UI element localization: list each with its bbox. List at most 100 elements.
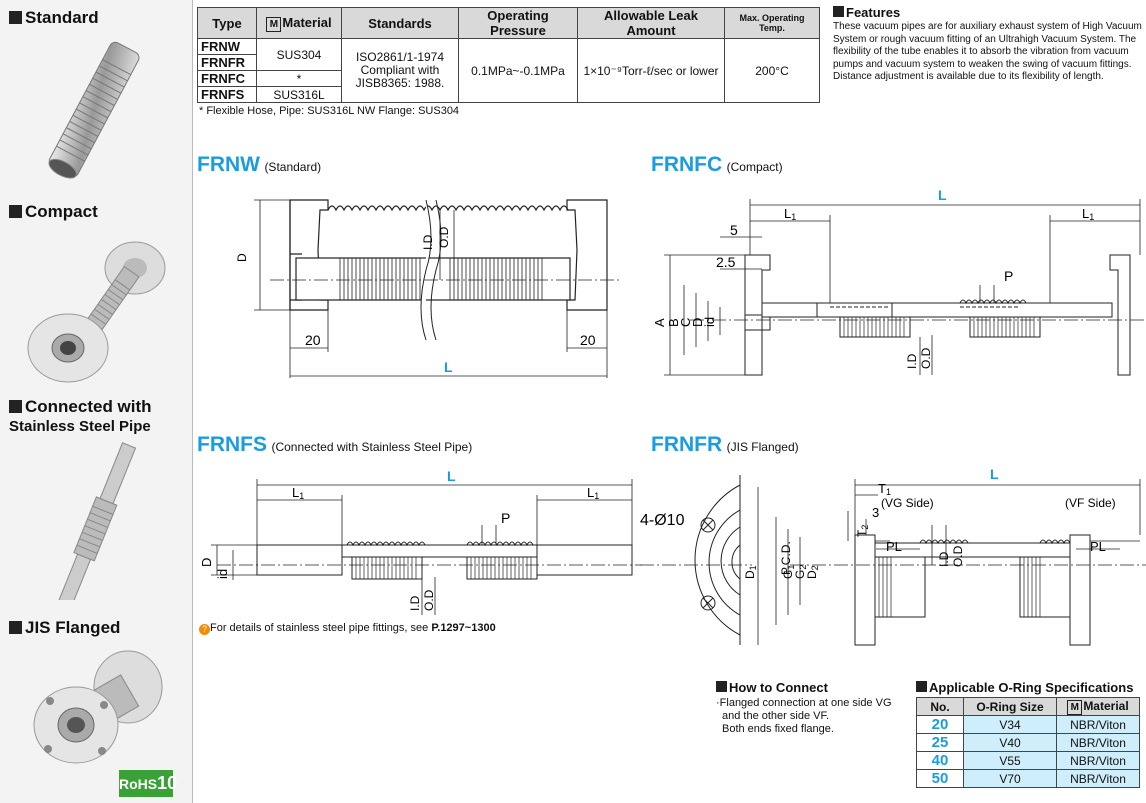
dim-T1: T1 bbox=[878, 481, 891, 497]
dim-OD: O.D bbox=[951, 545, 965, 567]
dim-L: L bbox=[444, 359, 453, 375]
pipe-note-ref[interactable]: P.1297~1300 bbox=[431, 622, 496, 634]
dim-L1-left: L1 bbox=[292, 485, 304, 501]
vg-side-label: (VG Side) bbox=[881, 496, 934, 510]
col-material-label: Material bbox=[282, 14, 332, 30]
standards-line3: JISB8365: 1988. bbox=[355, 76, 445, 90]
dim-20-right: 20 bbox=[580, 332, 596, 348]
jis-hose-image bbox=[33, 650, 163, 764]
dim-C: C bbox=[678, 318, 693, 327]
oring-size: V55 bbox=[963, 751, 1057, 770]
pressure-cell: 0.1MPa~-0.1MPa bbox=[458, 38, 578, 103]
dim-D1: D1 bbox=[743, 565, 758, 579]
standard-hose-image bbox=[48, 41, 140, 179]
connect-line1: ·Flanged connection at one side VG bbox=[716, 697, 892, 709]
type-cell: FRNW bbox=[197, 38, 257, 55]
dim-D2: D2 bbox=[805, 565, 820, 579]
standards-line2: Compliant with bbox=[360, 63, 440, 77]
pipe-hose-image bbox=[58, 442, 137, 600]
rohs-number: 10 bbox=[157, 773, 178, 793]
oring-material: NBR/Viton bbox=[1056, 733, 1140, 752]
col-oring-material-label: Material bbox=[1083, 698, 1129, 713]
col-pressure: Operating Pressure bbox=[458, 7, 578, 39]
oring-no: 50 bbox=[916, 769, 964, 788]
dim-A: A bbox=[652, 318, 667, 327]
dim-ID: I.D bbox=[408, 595, 422, 611]
oring-material: NBR/Viton bbox=[1056, 769, 1140, 788]
how-to-connect-title: How to Connect bbox=[716, 680, 828, 695]
dim-ID: I.D bbox=[421, 234, 435, 250]
oring-size: V40 bbox=[963, 733, 1057, 752]
frnfr-sub: (JIS Flanged) bbox=[726, 440, 799, 454]
pipe-fitting-note: ?For details of stainless steel pipe fit… bbox=[199, 622, 496, 635]
col-oring-size: O-Ring Size bbox=[963, 697, 1057, 716]
type-cell: FRNFC bbox=[197, 70, 257, 87]
dim-3: 3 bbox=[872, 505, 879, 520]
dim-PL-left: PL bbox=[886, 539, 902, 554]
temp-cell: 200°C bbox=[724, 38, 820, 103]
frnfc-drawing: L L1 L1 5 2.5 P A B C D id I.D O.D bbox=[652, 187, 1146, 376]
col-type: Type bbox=[197, 7, 257, 39]
frnw-drawing: D I.D O.D 20 20 L bbox=[235, 199, 620, 378]
sidebar-item-standard[interactable]: Standard bbox=[9, 9, 99, 27]
dim-5: 5 bbox=[730, 222, 738, 238]
oring-no: 25 bbox=[916, 733, 964, 752]
frnfr-heading: FRNFR (JIS Flanged) bbox=[651, 433, 799, 457]
frnfc-heading: FRNFC (Compact) bbox=[651, 153, 783, 177]
dim-OD: O.D bbox=[437, 226, 451, 248]
dim-P: P bbox=[1004, 268, 1013, 284]
sidebar: Standard Compact Connected with Stainles… bbox=[0, 0, 193, 803]
frnw-sub: (Standard) bbox=[264, 160, 322, 174]
compact-hose-image bbox=[27, 241, 166, 383]
frnfs-code: FRNFS bbox=[197, 433, 267, 456]
sidebar-item-pipe-line1: Connected with bbox=[25, 397, 152, 416]
material-mark-icon: M bbox=[1067, 699, 1083, 715]
dim-D: D bbox=[199, 558, 214, 567]
dim-PL-right: PL bbox=[1090, 539, 1106, 554]
material-mark-icon: M bbox=[266, 16, 282, 32]
oring-material: NBR/Viton bbox=[1056, 715, 1140, 734]
dim-D: D bbox=[690, 318, 705, 327]
dim-20-left: 20 bbox=[305, 332, 321, 348]
dim-OD: O.D bbox=[422, 589, 436, 611]
frnfs-sub: (Connected with Stainless Steel Pipe) bbox=[271, 440, 473, 454]
material-cell: SUS304 bbox=[256, 38, 342, 71]
dim-id: id bbox=[702, 317, 717, 327]
dim-id: id bbox=[215, 569, 230, 579]
oring-title: Applicable O-Ring Specifications bbox=[916, 680, 1133, 695]
material-cell: SUS316L bbox=[256, 86, 342, 103]
standards-line1: ISO2861/1-1974 bbox=[355, 50, 445, 64]
features-text: These vacuum pipes are for auxiliary exh… bbox=[833, 21, 1142, 82]
oring-no: 40 bbox=[916, 751, 964, 770]
sidebar-item-jis[interactable]: JIS Flanged bbox=[9, 619, 120, 637]
material-cell: * bbox=[256, 70, 342, 87]
oring-size: V70 bbox=[963, 769, 1057, 788]
dim-ID: I.D bbox=[905, 353, 919, 369]
col-standards: Standards bbox=[341, 7, 459, 39]
dim-G1: G1 bbox=[781, 565, 796, 579]
connect-line3: Both ends fixed flange. bbox=[722, 723, 834, 735]
dim-ID: I.D bbox=[937, 551, 951, 567]
dim-L1-right: L1 bbox=[1082, 206, 1094, 222]
type-cell: FRNFS bbox=[197, 86, 257, 103]
dim-L1-left: L1 bbox=[784, 206, 796, 222]
sidebar-item-pipe[interactable]: Connected with bbox=[9, 398, 152, 416]
oring-size: V34 bbox=[963, 715, 1057, 734]
dim-D: D bbox=[235, 253, 249, 262]
leak-cell: 1×10⁻⁹Torr-ℓ/sec or lower bbox=[577, 38, 725, 103]
frnfs-drawing: L L1 L1 P D id I.D O.D bbox=[199, 468, 642, 615]
how-to-connect-text: ·Flanged connection at one side VG and t… bbox=[716, 697, 892, 736]
col-leak: Allowable Leak Amount bbox=[577, 7, 725, 39]
pipe-note-text: For details of stainless steel pipe fitt… bbox=[210, 622, 432, 634]
sidebar-item-compact[interactable]: Compact bbox=[9, 203, 98, 221]
dim-G2: G2 bbox=[793, 565, 808, 579]
frnfr-drawing: 4-Ø10 L T1 3 (VG Side) (VF Side) PL PL D… bbox=[640, 466, 1146, 646]
frnw-code: FRNW bbox=[197, 153, 260, 176]
